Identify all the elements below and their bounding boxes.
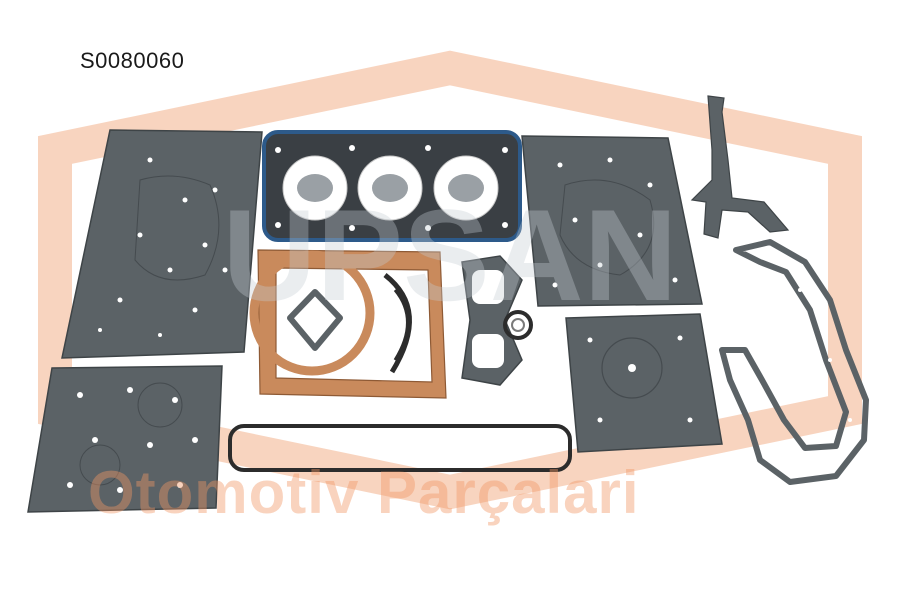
fiber-gasket-sheet-top-right [521, 135, 703, 307]
watermark-tagline: Otomotiv Parçalari [88, 459, 640, 526]
cork-oil-pan-gasket [249, 249, 447, 399]
fiber-gasket-sheet-bottom-right [565, 313, 723, 453]
part-number-label: S0080060 [80, 48, 185, 73]
cylinder-head-gasket [262, 130, 522, 242]
seal-ring [503, 310, 533, 340]
fiber-gasket-sheet-bottom-left [27, 365, 223, 513]
fiber-gasket-sheet-top-left [61, 129, 263, 359]
manifold-gasket [461, 255, 523, 386]
watermark-brand-text: UPSAN [222, 182, 677, 328]
rocker-cover-rubber-gasket [228, 424, 572, 472]
timing-cover-gasket [719, 239, 869, 485]
bracket-gasket-strip [690, 95, 790, 239]
watermark-logo-frame [38, 50, 862, 510]
